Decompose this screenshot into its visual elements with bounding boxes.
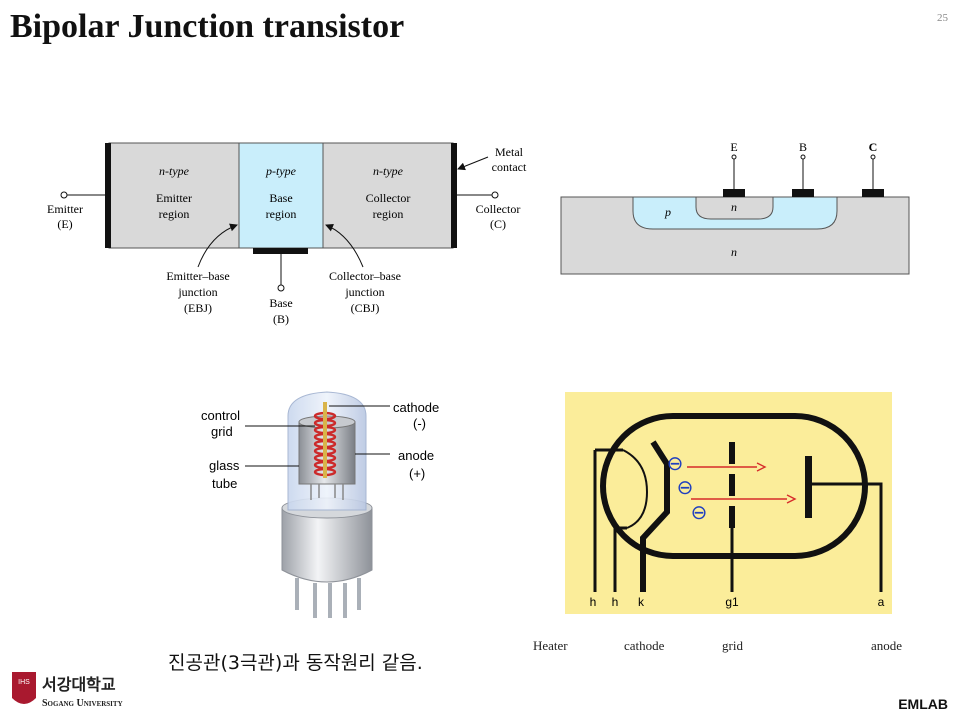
base-region <box>238 142 324 249</box>
base-metal-contact <box>253 248 308 254</box>
emitter-type-label: n-type <box>159 164 190 178</box>
ebj-label-2: junction <box>177 285 217 299</box>
page-title: Bipolar Junction transistor <box>10 8 405 45</box>
pin-label-g1: g1 <box>725 595 739 609</box>
cathode-rod <box>323 402 327 478</box>
emitter-terminal-label-1: Emitter <box>47 202 83 216</box>
emitter-metal-contact <box>105 143 111 248</box>
emitter-terminal-node <box>60 191 68 199</box>
metal-contact-label-1: Metal <box>495 145 524 159</box>
anode-electrode <box>805 456 812 518</box>
collector-region-label-1: Collector <box>366 191 411 205</box>
base-terminal-label-1: Base <box>269 296 292 310</box>
legend-cathode: cathode <box>624 638 665 653</box>
collector-region-label-2: region <box>373 207 404 221</box>
tube-base <box>281 507 373 583</box>
glass-tube-label-2: tube <box>212 476 237 491</box>
emitter-terminal-label-2: (E) <box>57 217 72 231</box>
glass-tube-label-1: glass <box>209 458 240 473</box>
pin-label-a: a <box>878 595 885 609</box>
cbj-label-2: junction <box>344 285 384 299</box>
base-terminal-label-2: (B) <box>273 312 289 326</box>
base-terminal-node <box>277 284 285 292</box>
university-logo: IHS 서강대학교 Sogang University <box>8 670 158 714</box>
legend-anode: anode <box>871 638 903 653</box>
university-logo-mark: IHS 서강대학교 Sogang University <box>12 672 123 709</box>
cbj-label-1: Collector–base <box>329 269 401 283</box>
control-grid-label-2: grid <box>211 424 233 439</box>
electron-icon-2: ⊖ <box>677 477 694 499</box>
heater-filament <box>622 449 649 529</box>
university-name-english: Sogang University <box>42 698 123 709</box>
lab-label: EMLAB <box>898 696 948 712</box>
university-shield-icon <box>12 672 36 704</box>
terminal-label-c: C <box>869 140 878 154</box>
emitter-region-label-2: region <box>159 207 190 221</box>
base-region-label-1: Base <box>269 191 292 205</box>
base-type-label: p-type <box>265 164 297 178</box>
n-emitter-well <box>695 196 774 220</box>
bjt-cross-section-diagram: E B C p n n <box>560 140 910 275</box>
collector-terminal-node <box>491 191 499 199</box>
grid-electrode <box>729 442 735 528</box>
n-substrate-label: n <box>731 245 737 259</box>
shield-letters: IHS <box>18 679 30 686</box>
metal-contact-label-2: contact <box>492 160 527 174</box>
base-region-label-2: region <box>266 207 297 221</box>
collector-metal-contact <box>451 143 457 248</box>
vacuum-tube-illustration: control grid glass tube cathode (-) anod… <box>201 391 439 618</box>
legend-heater: Heater <box>533 638 568 653</box>
pin-label-h1: h <box>590 595 597 609</box>
ebj-label-1: Emitter–base <box>166 269 229 283</box>
control-grid-label-1: control <box>201 408 240 423</box>
cbj-label-3: (CBJ) <box>351 301 380 315</box>
anode-label-1: anode <box>398 448 434 463</box>
legend-grid: grid <box>722 638 743 653</box>
page-number: 25 <box>937 12 948 24</box>
electron-icon-1: ⊖ <box>667 453 684 475</box>
pin-label-h2: h <box>612 595 619 609</box>
p-region-label: p <box>664 205 671 219</box>
collector-terminal-label-2: (C) <box>490 217 506 231</box>
triode-schematic: ⊖ ⊖ ⊖ h h k g1 a <box>565 392 892 614</box>
tube-envelope <box>600 413 868 559</box>
bjt-structure-diagram: n-type Emitter region p-type Base region… <box>47 142 527 326</box>
collector-region <box>322 142 454 249</box>
n-emitter-label: n <box>731 200 737 214</box>
pin-label-k: k <box>638 595 645 609</box>
emitter-contact <box>723 189 745 197</box>
korean-caption: 진공관(3극관)과 동작원리 같음. <box>168 652 423 674</box>
terminal-label-b: B <box>799 140 807 154</box>
collector-terminal-label-1: Collector <box>476 202 521 216</box>
base-contact <box>792 189 814 197</box>
university-name-korean: 서강대학교 <box>42 675 116 694</box>
ebj-label-3: (EBJ) <box>184 301 212 315</box>
collector-contact <box>862 189 884 197</box>
emitter-region-label-1: Emitter <box>156 191 192 205</box>
electron-icon-3: ⊖ <box>691 502 708 524</box>
cathode-label-2: (-) <box>413 416 426 431</box>
collector-type-label: n-type <box>373 164 404 178</box>
terminal-label-e: E <box>730 140 737 154</box>
emitter-region <box>108 142 240 249</box>
anode-label-2: (+) <box>409 466 425 481</box>
cathode-label-1: cathode <box>393 400 439 415</box>
cathode-electrode <box>640 440 670 592</box>
